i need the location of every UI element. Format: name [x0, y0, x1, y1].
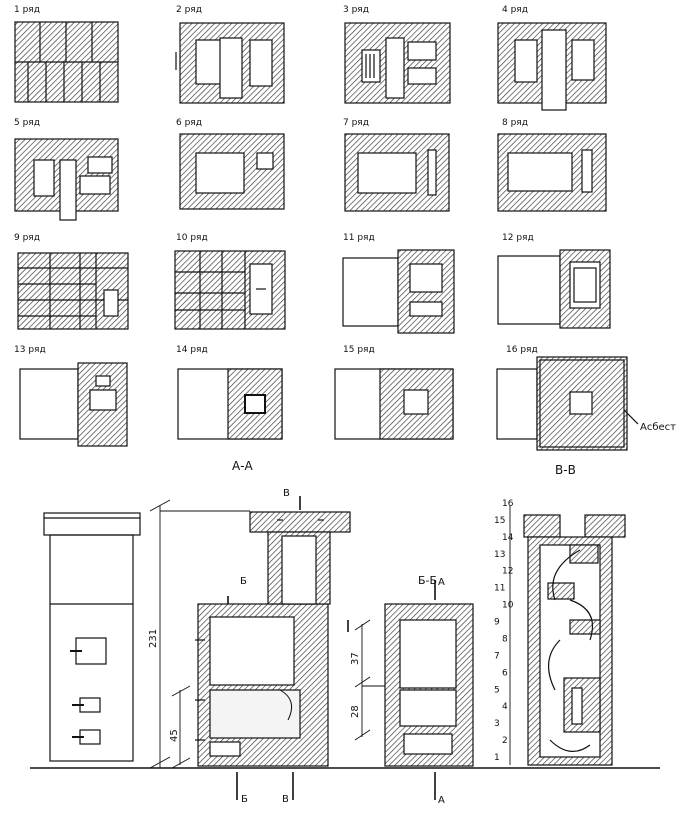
plan-row-12	[497, 249, 611, 329]
scale-number: 2	[502, 736, 508, 746]
section-label-bb: Б-Б	[418, 574, 437, 587]
row-plans	[14, 21, 639, 451]
scale-number: 10	[502, 601, 514, 611]
scale-number: 1	[494, 753, 500, 763]
plan-row-4	[497, 22, 607, 111]
row-label-7: 7 ряд	[343, 118, 369, 128]
cut-marks	[227, 496, 436, 800]
front-elevation	[43, 512, 141, 762]
scale-number: 11	[494, 584, 505, 594]
mark-v-top: В	[283, 488, 290, 499]
scale-number: 12	[502, 567, 513, 577]
row-labels: 1 ряд 2 ряд 3 ряд 4 ряд 5 ряд 6 ряд 7 ряд 8 ряд…	[14, 5, 538, 355]
plan-row-3	[344, 22, 451, 104]
plan-row-14	[177, 368, 283, 440]
row-label-3: 3 ряд	[343, 5, 369, 15]
row-label-5: 5 ряд	[14, 118, 40, 128]
asbestos-label: Асбест	[640, 422, 676, 433]
dim-total: 231	[148, 629, 159, 648]
section-aa	[195, 511, 351, 767]
row-label-8: 8 ряд	[502, 118, 528, 128]
scale-number: 15	[494, 516, 505, 526]
mark-v-bottom: В	[282, 794, 289, 805]
plan-row-1	[14, 21, 119, 103]
section-vv	[509, 505, 626, 766]
scale-number: 16	[502, 499, 514, 509]
row-label-1: 1 ряд	[14, 5, 40, 15]
plan-row-7	[344, 133, 450, 212]
row-label-2: 2 ряд	[176, 5, 202, 15]
plan-row-2	[175, 22, 285, 104]
plan-row-16	[496, 356, 639, 451]
scale-number: 6	[502, 668, 508, 678]
plan-row-8	[497, 133, 607, 212]
mark-a-bottom: А	[438, 795, 445, 806]
section-drawings	[30, 496, 660, 800]
scale-number: 9	[494, 618, 500, 628]
row-label-15: 15 ряд	[343, 345, 375, 355]
row-label-11: 11 ряд	[343, 233, 375, 243]
dim-45: 45	[169, 729, 180, 742]
plan-row-6	[179, 133, 285, 210]
row-label-14: 14 ряд	[176, 345, 208, 355]
plan-row-9	[17, 252, 129, 330]
mark-b-bottom: Б	[241, 794, 248, 805]
plan-row-15	[334, 368, 454, 440]
section-bb	[384, 603, 474, 767]
scale-number: 14	[502, 533, 514, 543]
plan-row-10	[174, 250, 286, 330]
scale-number: 5	[494, 685, 500, 695]
scale-number: 4	[502, 702, 508, 712]
plan-row-13	[19, 362, 128, 447]
mark-a-top: А	[438, 577, 445, 588]
row-label-12: 12 ряд	[502, 233, 534, 243]
scale-number: 13	[494, 550, 505, 560]
dim-28: 28	[350, 705, 361, 718]
plan-row-5	[14, 138, 119, 221]
mark-b-top: Б	[240, 576, 247, 587]
section-label-vv: В-В	[555, 463, 576, 477]
scale-number: 8	[502, 635, 508, 645]
row-label-9: 9 ряд	[14, 233, 40, 243]
section-label-aa: А-А	[232, 459, 254, 473]
row-label-10: 10 ряд	[176, 233, 208, 243]
row-label-13: 13 ряд	[14, 345, 46, 355]
scale-number: 7	[494, 651, 500, 661]
dim-37: 37	[350, 652, 361, 665]
plan-row-11	[342, 249, 455, 334]
scale-number: 3	[494, 719, 500, 729]
row-label-4: 4 ряд	[502, 5, 528, 15]
row-label-6: 6 ряд	[176, 118, 202, 128]
row-label-16: 16 ряд	[506, 345, 538, 355]
